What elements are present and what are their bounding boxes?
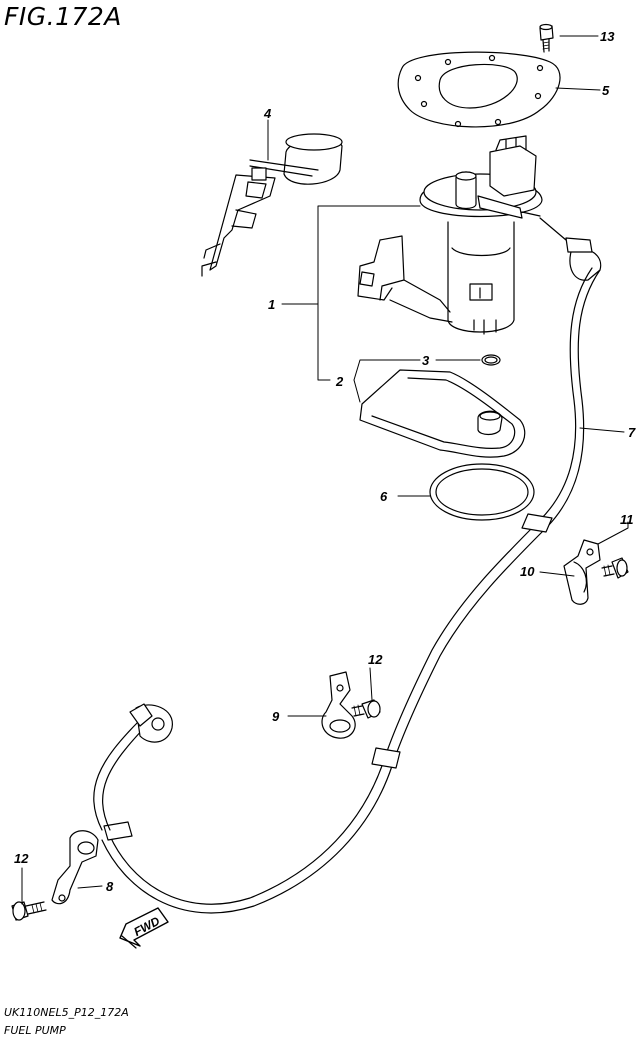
o-ring-3	[481, 354, 501, 366]
callout-8: 8	[106, 879, 114, 894]
figure-title: FIG.172A	[4, 2, 122, 31]
clamp-10	[563, 539, 601, 605]
callout-10: 10	[520, 564, 535, 579]
callout-12-lower: 12	[14, 851, 29, 866]
filter-2	[359, 369, 526, 458]
drawing-code: UK110NEL5_P12_172A	[4, 1006, 129, 1019]
drawing-caption: FUEL PUMP	[4, 1024, 66, 1037]
callout-13: 13	[600, 29, 615, 44]
callout-7: 7	[628, 425, 636, 440]
bolt-12-lower	[11, 901, 47, 921]
level-sender-4	[201, 133, 343, 277]
plate-5	[397, 51, 561, 128]
clamp-8	[51, 830, 99, 905]
callout-1: 1	[268, 297, 275, 312]
callout-9: 9	[272, 709, 280, 724]
callout-2: 2	[335, 374, 344, 389]
clamp-9	[321, 671, 356, 739]
callout-3: 3	[422, 353, 430, 368]
callout-11: 11	[620, 512, 634, 527]
fuel-pump-1	[357, 135, 543, 335]
callout-6: 6	[380, 489, 388, 504]
callout-5: 5	[602, 83, 610, 98]
bolt-11	[601, 557, 629, 579]
leader-lines	[21, 35, 629, 905]
fuel-hose-7	[93, 217, 602, 914]
bolt-13	[539, 23, 554, 53]
fwd-arrow-icon	[119, 907, 169, 949]
bolt-12-upper	[351, 699, 381, 719]
callout-4: 4	[263, 106, 272, 121]
callout-12-upper: 12	[368, 652, 383, 667]
gasket-6	[429, 463, 535, 521]
